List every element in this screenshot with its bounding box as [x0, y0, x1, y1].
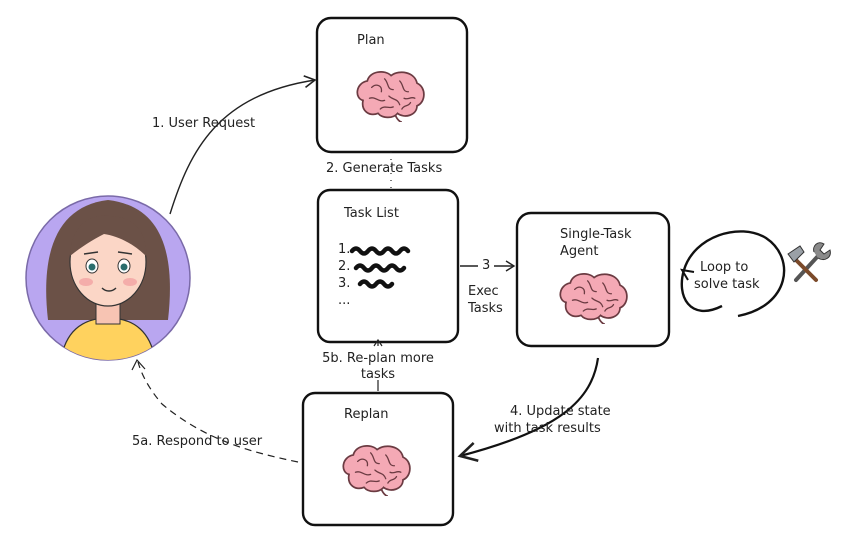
label-replan-line2: tasks	[360, 367, 396, 382]
task-item-3: 3.	[338, 276, 351, 291]
agent-title-line2: Agent	[560, 244, 599, 259]
task-item-2: 2.	[338, 259, 351, 274]
label-replan-line1: 5b. Re-plan more	[322, 351, 434, 366]
task-item-1: 1.	[338, 242, 351, 257]
label-generate-tasks: 2. Generate Tasks	[326, 161, 443, 176]
label-update-line1: 4. Update state	[510, 404, 611, 419]
label-user-request: 1. User Request	[152, 116, 256, 131]
edge-respond	[137, 361, 299, 463]
edge-update-state	[457, 357, 600, 462]
label-exec-line1: Exec	[468, 284, 499, 299]
edge-user-request	[169, 75, 317, 215]
label-respond: 5a. Respond to user	[132, 434, 263, 449]
edge-loop	[680, 230, 786, 318]
label-update-line2: with task results	[494, 421, 601, 436]
label-exec-line2: Tasks	[468, 301, 503, 316]
user-avatar	[25, 195, 191, 361]
replan-title: Replan	[344, 407, 389, 422]
label-loop-line1: Loop to	[700, 260, 749, 275]
agent-title-line1: Single-Task	[560, 227, 632, 242]
label-loop-line2: solve task	[694, 277, 760, 292]
task-item-squiggles	[349, 246, 411, 289]
tools-icon	[787, 242, 831, 282]
label-exec-num: 3	[482, 258, 491, 273]
plan-title: Plan	[357, 33, 385, 48]
task-item-more: ...	[338, 293, 351, 308]
task-list-title: Task List	[344, 206, 399, 221]
